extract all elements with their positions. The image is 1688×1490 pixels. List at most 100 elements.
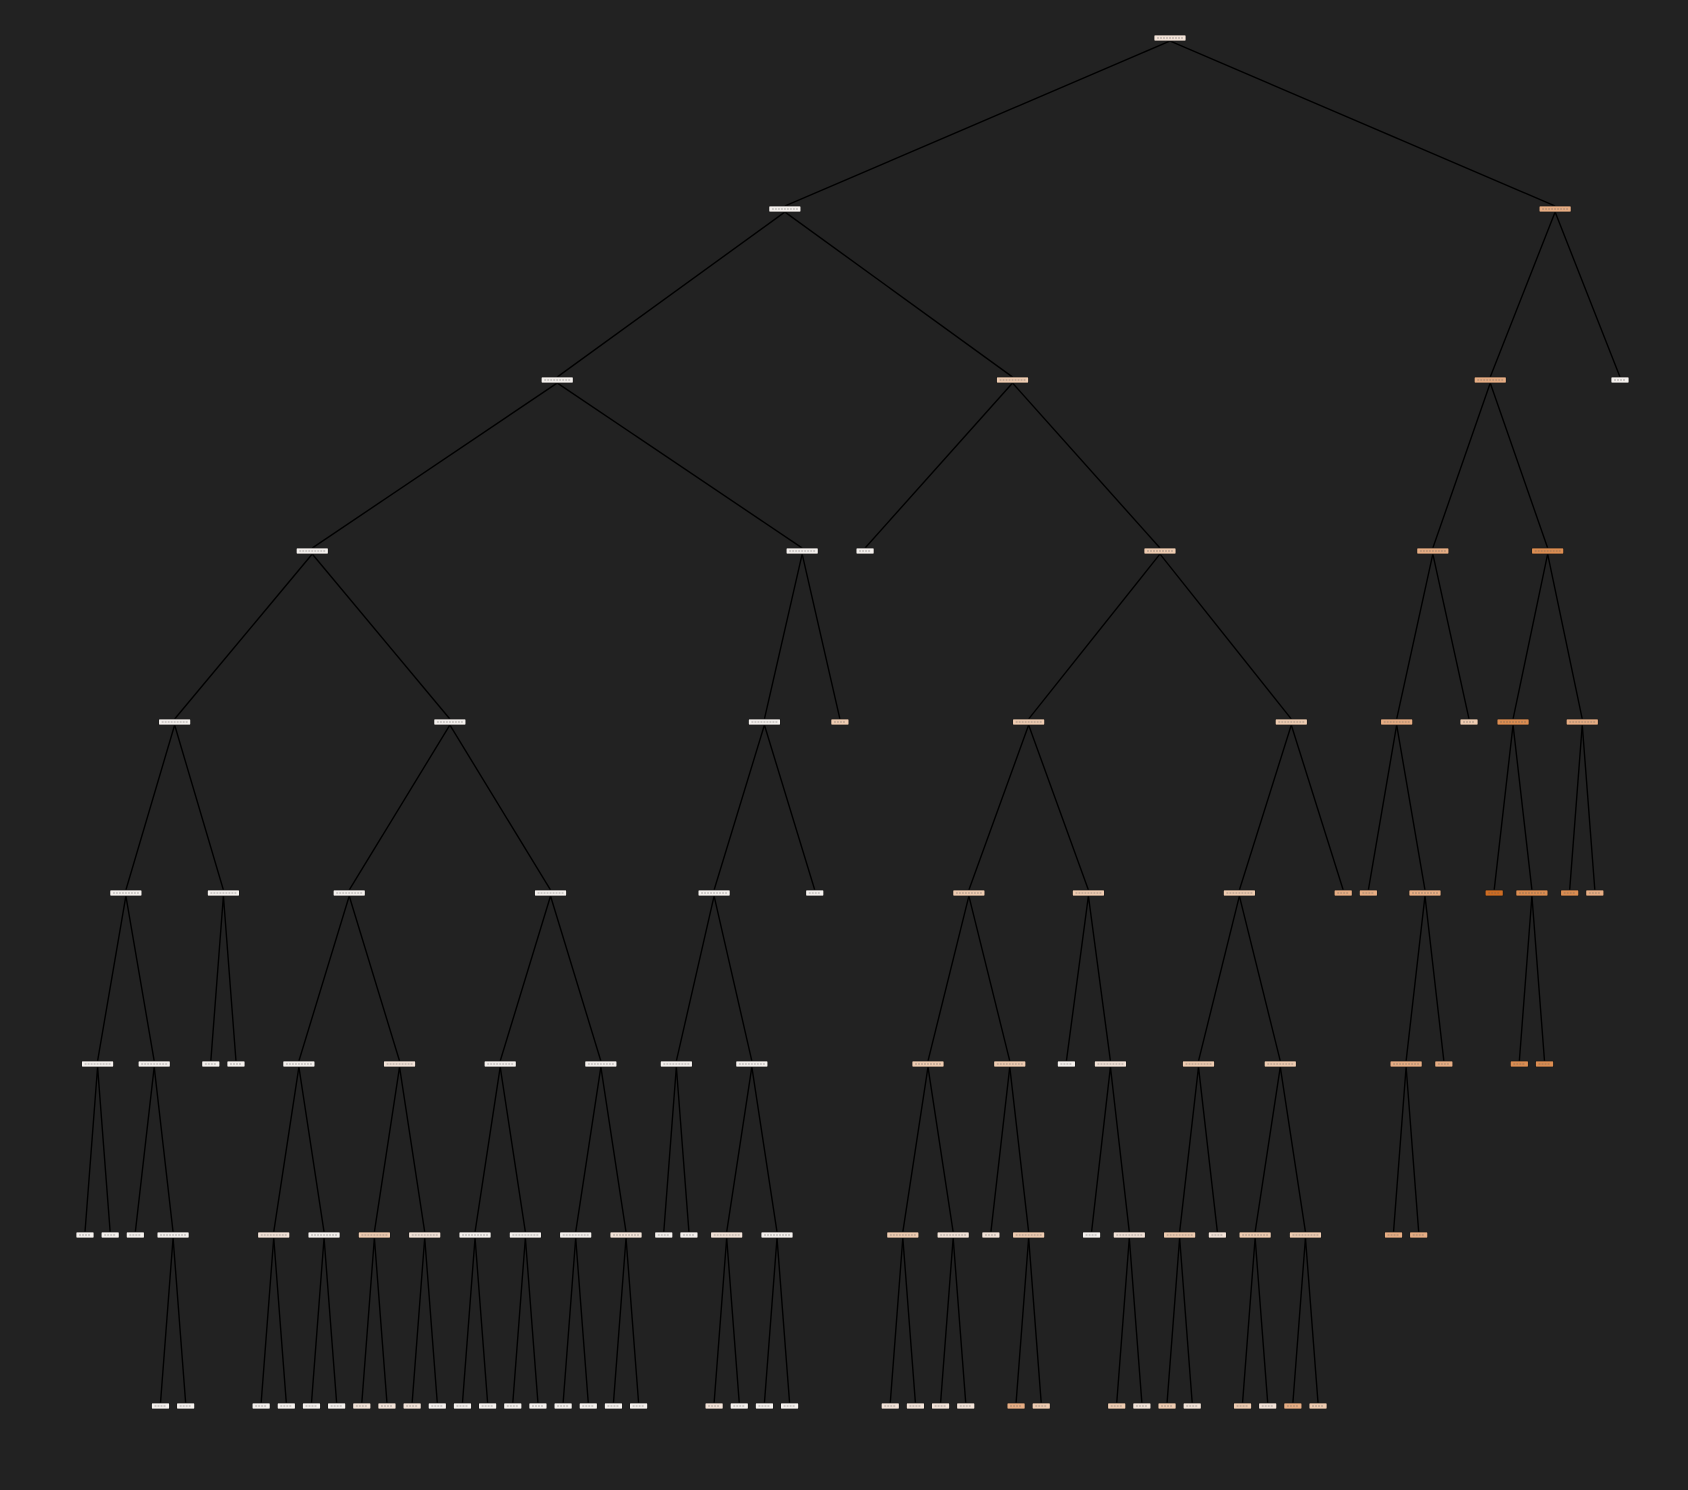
tree-edge (411, 1237, 426, 1404)
tree-edge (449, 724, 552, 891)
leaf-node (226, 1060, 246, 1068)
leaf-node (377, 1402, 397, 1410)
tree-edge (1197, 1066, 1219, 1233)
tree-edge (990, 1066, 1011, 1233)
leaf-node (931, 1402, 950, 1410)
split-node (785, 547, 819, 555)
tree-edge (1581, 724, 1596, 891)
tree-edge (96, 895, 127, 1062)
leaf-node (1585, 889, 1605, 897)
tree-edge (663, 1066, 678, 1233)
tree-edge (1279, 1066, 1307, 1233)
tree-edge (474, 1066, 501, 1233)
leaf-node (1082, 1231, 1101, 1239)
split-node (158, 718, 192, 726)
leaf-node (880, 1402, 900, 1410)
leaf-node (906, 1402, 925, 1410)
tree-edge (1169, 40, 1556, 207)
tree-edge (600, 1066, 627, 1233)
tree-edge (902, 1237, 917, 1404)
tree-edge (1512, 724, 1533, 891)
leaf-node (276, 1402, 296, 1410)
leaf-node (1182, 1402, 1202, 1410)
tree-edge (348, 895, 401, 1062)
tree-edge (1178, 1066, 1200, 1233)
tree-edge (763, 724, 816, 891)
tree-edge (927, 1066, 954, 1233)
split-node (534, 889, 567, 897)
split-node (1531, 547, 1565, 555)
split-node (357, 1231, 391, 1239)
tree-edge (1009, 1066, 1030, 1233)
tree-edge (1531, 895, 1546, 1062)
split-node (735, 1060, 769, 1068)
leaf-node (478, 1402, 498, 1410)
leaf-node (1610, 376, 1630, 384)
tree-edge (1392, 1066, 1407, 1233)
leaf-node (654, 1231, 674, 1239)
tree-edge (499, 895, 552, 1062)
split-node (1408, 889, 1442, 897)
split-node (1515, 889, 1549, 897)
tree-edge (1241, 1237, 1256, 1404)
split-node (659, 1060, 693, 1068)
tree-edge (1128, 1237, 1143, 1404)
split-node (1416, 547, 1450, 555)
split-node (137, 1060, 171, 1068)
tree-edge (348, 724, 451, 891)
split-node (1094, 1060, 1127, 1068)
tree-edge (1405, 895, 1426, 1062)
tree-edge (298, 895, 350, 1062)
split-node (760, 1231, 794, 1239)
split-node (584, 1060, 618, 1068)
tree-edge (1087, 895, 1112, 1062)
split-node (1380, 718, 1414, 726)
leaf-node (1308, 1402, 1328, 1410)
leaf-node (1233, 1402, 1252, 1410)
leaf-node (805, 889, 825, 897)
tree-edge (575, 1066, 602, 1233)
split-node (952, 889, 986, 897)
split-node (609, 1231, 643, 1239)
split-node (433, 718, 467, 726)
tree-edge (1238, 724, 1292, 891)
tree-edge (153, 1066, 174, 1233)
tree-edge (173, 724, 225, 891)
tree-edge (1028, 553, 1161, 720)
split-node (1182, 1060, 1215, 1068)
tree-edge (1405, 1066, 1420, 1233)
split-node (768, 205, 802, 213)
tree-edge (1493, 724, 1514, 891)
split-node (1072, 889, 1105, 897)
tree-edge (298, 1066, 325, 1233)
tree-edge (311, 553, 451, 720)
split-node (1565, 718, 1599, 726)
leaf-node (201, 1060, 221, 1068)
split-node (748, 718, 781, 726)
leaf-node (704, 1402, 724, 1410)
tree-edge (84, 1066, 99, 1233)
split-node (508, 1231, 542, 1239)
tree-edge (675, 895, 715, 1062)
tree-edge (1159, 553, 1292, 720)
leaf-node (604, 1402, 623, 1410)
leaf-node (1207, 1231, 1227, 1239)
tree-edge (713, 1237, 728, 1404)
leaf-node (855, 547, 875, 555)
tree-edge (1254, 1066, 1281, 1233)
leaf-node (679, 1231, 699, 1239)
leaf-node (1157, 1402, 1177, 1410)
tree-edge (1090, 1066, 1112, 1233)
tree-edge (902, 1066, 929, 1233)
leaf-node (528, 1402, 548, 1410)
tree-edge (512, 1237, 527, 1404)
tree-edge (1027, 1237, 1042, 1404)
leaf-node (1560, 889, 1580, 897)
tree-edge (125, 724, 176, 891)
tree-edge (952, 1237, 967, 1404)
tree-edge (968, 895, 1011, 1062)
tree-edge (1197, 895, 1241, 1062)
split-node (332, 889, 366, 897)
tree-edge (273, 1237, 288, 1404)
